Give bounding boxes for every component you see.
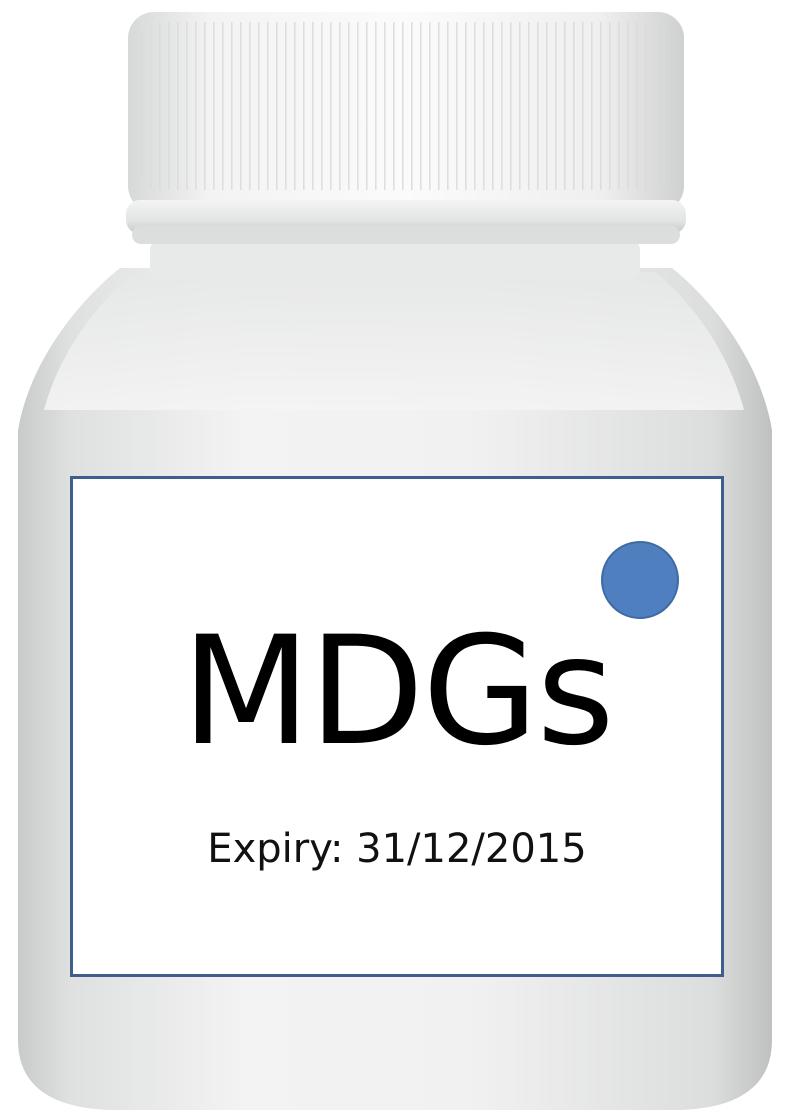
label-title: MDGs — [181, 605, 614, 779]
bottle-label: MDGs Expiry: 31/12/2015 — [70, 476, 724, 977]
bottle-cap — [126, 12, 686, 244]
blue-circle-icon — [601, 541, 679, 619]
expiry-date: Expiry: 31/12/2015 — [207, 826, 587, 872]
